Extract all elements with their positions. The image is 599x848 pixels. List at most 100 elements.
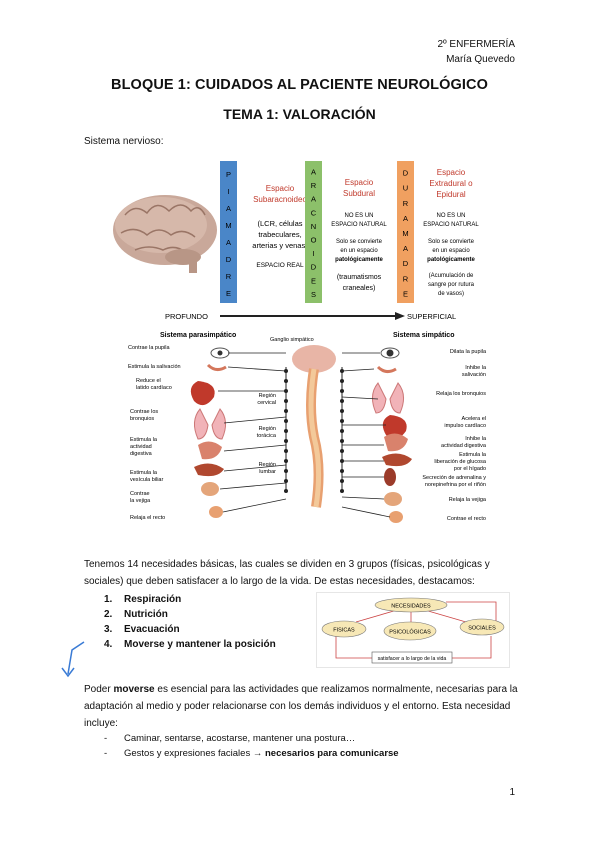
parasympathetic-labels: Contrae la pupila Estimula la salivación… [128,345,181,521]
svg-text:Relaja los bronquios: Relaja los bronquios [436,391,486,397]
aracnoides-bar [305,161,322,303]
needs-node-bottom: satisfacer a lo largo de la vida [378,656,447,662]
ganglion-dot [340,409,344,413]
svg-text:arterias y venas): arterias y venas) [252,241,308,250]
svg-text:trabeculares,: trabeculares, [258,230,301,239]
svg-text:Relaja la vejiga: Relaja la vejiga [449,497,487,503]
parasympathetic-title: Sistema parasimpático [160,332,236,339]
svg-text:salivación: salivación [462,372,486,378]
needs-node-top: NECESIDADES [391,604,431,610]
ganglion-dot [284,419,288,423]
svg-text:(traumatismos: (traumatismos [337,274,382,281]
list-item: 1.Respiración [104,594,182,605]
subarachnoid-space-text: Espacio Subaracnoideo (LCR, células trab… [252,184,308,269]
duramadre-letter: R [403,274,409,283]
svg-text:Subaracnoideo: Subaracnoideo [253,195,307,204]
list-item: 2.Nutrición [104,609,168,620]
svg-text:Inhibe la: Inhibe la [465,436,487,442]
ganglion-dot [284,489,288,493]
central-brain-icon [292,345,336,373]
arrow-icon [61,641,85,678]
right-organ-icons [372,347,412,523]
svg-text:Región: Región [259,426,276,432]
ganglion-dot [340,379,344,383]
duramadre-letter: D [403,259,409,268]
needs-list: 1.Respiración 2.Nutrición 3.Evacuación 4… [104,592,276,652]
ganglion-dot [340,449,344,453]
duramadre-letter: A [403,244,408,253]
svg-text:liberación de glucosa: liberación de glucosa [434,459,487,465]
piamadre-letter: I [227,187,229,196]
svg-text:Región: Región [259,462,276,468]
ganglion-dot [340,439,344,443]
svg-text:latido cardíaco: latido cardíaco [136,385,172,391]
svg-text:NO ES UN: NO ES UN [436,213,465,219]
ganglion-dot [284,409,288,413]
ganglion-label: Ganglio simpático [270,337,314,343]
svg-text:lumbar: lumbar [259,469,276,475]
svg-text:impulso cardíaco: impulso cardíaco [444,423,486,429]
ganglion-dot [340,479,344,483]
svg-text:craneales): craneales) [343,285,376,292]
svg-text:Espacio: Espacio [437,168,466,177]
duramadre-bar [397,161,414,303]
svg-text:de vasos): de vasos) [438,291,464,297]
duramadre-letter: A [403,214,408,223]
svg-text:Relaja el recto: Relaja el recto [130,515,165,521]
svg-text:en un espacio: en un espacio [340,248,378,254]
ganglion-dot [284,379,288,383]
aracnoides-letter: A [311,168,316,177]
svg-text:Espacio: Espacio [266,184,295,193]
svg-text:Región: Región [259,393,276,399]
needs-node-fisicas: FISICAS [333,628,355,634]
ganglion-dot [340,489,344,493]
page-number: 1 [509,787,515,798]
aracnoides-letter: A [311,195,316,204]
svg-text:Subdural: Subdural [343,189,375,198]
piamadre-letter: P [226,170,231,179]
aracnoides-letter: I [312,249,314,258]
epidural-space-text: Espacio Extradural o Epidural NO ES UN E… [423,168,479,297]
aracnoides-letter: N [311,222,316,231]
svg-text:patológicamente: patológicamente [427,257,475,263]
svg-text:Espacio: Espacio [345,178,374,187]
svg-text:ESPACIO NATURAL: ESPACIO NATURAL [331,222,387,228]
ganglion-dot [340,419,344,423]
svg-text:por el hígado: por el hígado [454,466,486,472]
svg-text:Estimula la: Estimula la [130,437,158,443]
svg-text:actividad digestiva: actividad digestiva [441,443,487,449]
header-author: María Quevedo [446,54,515,65]
svg-text:sangre por rutura: sangre por rutura [428,282,475,288]
aracnoides-letter: E [311,276,316,285]
profundo-label: PROFUNDO [165,312,208,321]
list-item: 3.Evacuación [104,624,180,635]
needs-node-sociales: SOCIALES [468,626,496,632]
svg-text:Contrae: Contrae [130,491,150,497]
sympathetic-labels: Dilata la pupila Inhibe la salivación Re… [422,349,487,522]
piamadre-letter: E [226,289,231,298]
brain-icon [113,195,217,273]
page-title: BLOQUE 1: CUIDADOS AL PACIENTE NEUROLÓGI… [111,77,488,93]
svg-text:Extradural o: Extradural o [429,179,473,188]
aracnoides-letter: S [311,290,316,299]
ganglion-dot [284,429,288,433]
svg-text:Reduce el: Reduce el [136,378,161,384]
svg-text:en un espacio: en un espacio [432,248,470,254]
ganglion-dot [340,399,344,403]
duramadre-letter: U [403,184,408,193]
svg-text:Secreción de adrenalina y: Secreción de adrenalina y [422,475,486,481]
ganglion-dot [284,449,288,453]
svg-text:Estimula la: Estimula la [459,452,487,458]
sympathetic-title: Sistema simpático [393,332,454,339]
svg-text:bronquios: bronquios [130,416,154,422]
piamadre-letter: D [226,255,232,264]
svg-text:Acelera el: Acelera el [462,416,486,422]
aracnoides-letter: C [311,208,317,217]
svg-text:ESPACIO REAL: ESPACIO REAL [256,262,304,269]
svg-text:Epidural: Epidural [436,190,466,199]
aracnoides-letter: D [311,263,317,272]
piamadre-bar [220,161,237,303]
ganglion-dot [340,389,344,393]
svg-text:Estimula la salivación: Estimula la salivación [128,364,181,370]
